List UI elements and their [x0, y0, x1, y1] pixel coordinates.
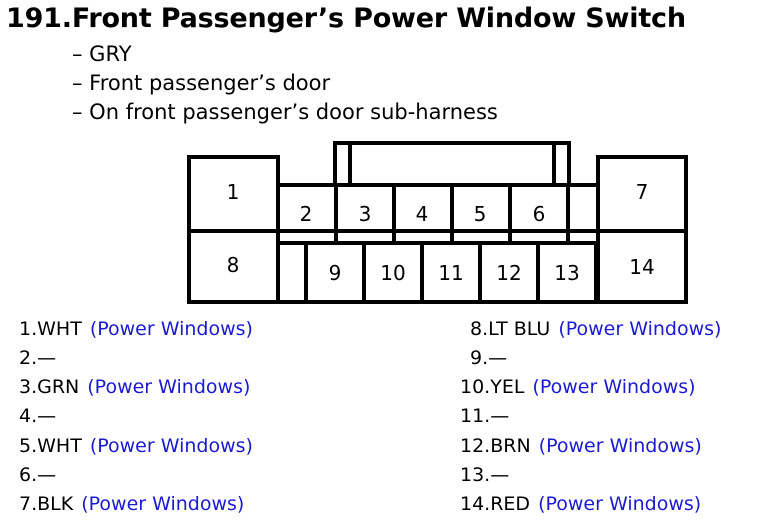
pinout-row: 3.GRN (Power Windows) [19, 376, 250, 398]
pin-color-label: 13.— [460, 464, 510, 486]
pin-color-label: 3.GRN [19, 376, 80, 398]
page-title: 191.Front Passenger’s Power Window Switc… [6, 3, 686, 34]
pinout-row: 8.LT BLU (Power Windows) [470, 318, 721, 340]
pin-circuit-description: (Power Windows) [89, 435, 253, 457]
connector-lock-post-left [333, 141, 352, 187]
pinout-row: 2.— [19, 347, 56, 369]
pin-8-label: 8 [227, 253, 240, 277]
connector-color-detail: – GRY [72, 42, 132, 66]
pin-circuit-description: (Power Windows) [558, 318, 722, 340]
pinout-row: 12.BRN (Power Windows) [460, 435, 702, 457]
pin-circuit-description: (Power Windows) [532, 376, 696, 398]
connector-diagram: 1 2 3 4 5 6 7 8 9 10 11 12 13 14 [187, 141, 688, 304]
pinout-row: 5.WHT (Power Windows) [19, 435, 253, 457]
pin-color-label: 1.WHT [19, 318, 82, 340]
pin-9-label: 9 [329, 261, 342, 285]
pin-4-label: 4 [416, 202, 429, 226]
connector-lock-tab [333, 141, 571, 187]
pinout-row: 7.BLK (Power Windows) [19, 493, 244, 515]
pin-2-label: 2 [300, 202, 313, 226]
pin-color-label: 8.LT BLU [470, 318, 551, 340]
pinout-row: 13.— [460, 464, 509, 486]
pin-3-label: 3 [359, 202, 372, 226]
pinout-row: 9.— [470, 347, 507, 369]
pinout-row: 6.— [19, 464, 56, 486]
pin-12-label: 12 [496, 261, 521, 285]
pin-1-label: 1 [227, 180, 240, 204]
pinout-row: 1.WHT (Power Windows) [19, 318, 253, 340]
pin-13-label: 13 [554, 261, 579, 285]
pin-color-label: 12.BRN [460, 435, 531, 457]
pin-5-label: 5 [474, 202, 487, 226]
pin-color-label: 7.BLK [19, 493, 74, 515]
pin-7-label: 7 [636, 180, 649, 204]
pin-color-label: 10.YEL [460, 376, 525, 398]
pin-6-label: 6 [533, 202, 546, 226]
pin-color-label: 2.— [19, 347, 57, 369]
pin-circuit-description: (Power Windows) [81, 493, 245, 515]
pinout-row: 14.RED (Power Windows) [460, 493, 701, 515]
pin-color-label: 9.— [470, 347, 508, 369]
pin-11-label: 11 [438, 261, 463, 285]
pin-color-label: 6.— [19, 464, 57, 486]
pinout-row: 4.— [19, 405, 56, 427]
connector-harness-detail: – On front passenger’s door sub-harness [72, 100, 498, 124]
pin-circuit-description: (Power Windows) [87, 376, 251, 398]
pin-color-label: 14.RED [460, 493, 531, 515]
pin-color-label: 4.— [19, 405, 57, 427]
pin-color-label: 11.— [460, 405, 510, 427]
pinout-row: 10.YEL (Power Windows) [460, 376, 696, 398]
pin-circuit-description: (Power Windows) [538, 493, 702, 515]
pin-circuit-description: (Power Windows) [538, 435, 702, 457]
pin-10-label: 10 [380, 261, 405, 285]
pin-14-label: 14 [629, 255, 654, 279]
pinout-row: 11.— [460, 405, 509, 427]
pin-circuit-description: (Power Windows) [89, 318, 253, 340]
pin-color-label: 5.WHT [19, 435, 82, 457]
connector-location-detail: – Front passenger’s door [72, 71, 331, 95]
connector-lock-post-right [552, 141, 571, 187]
